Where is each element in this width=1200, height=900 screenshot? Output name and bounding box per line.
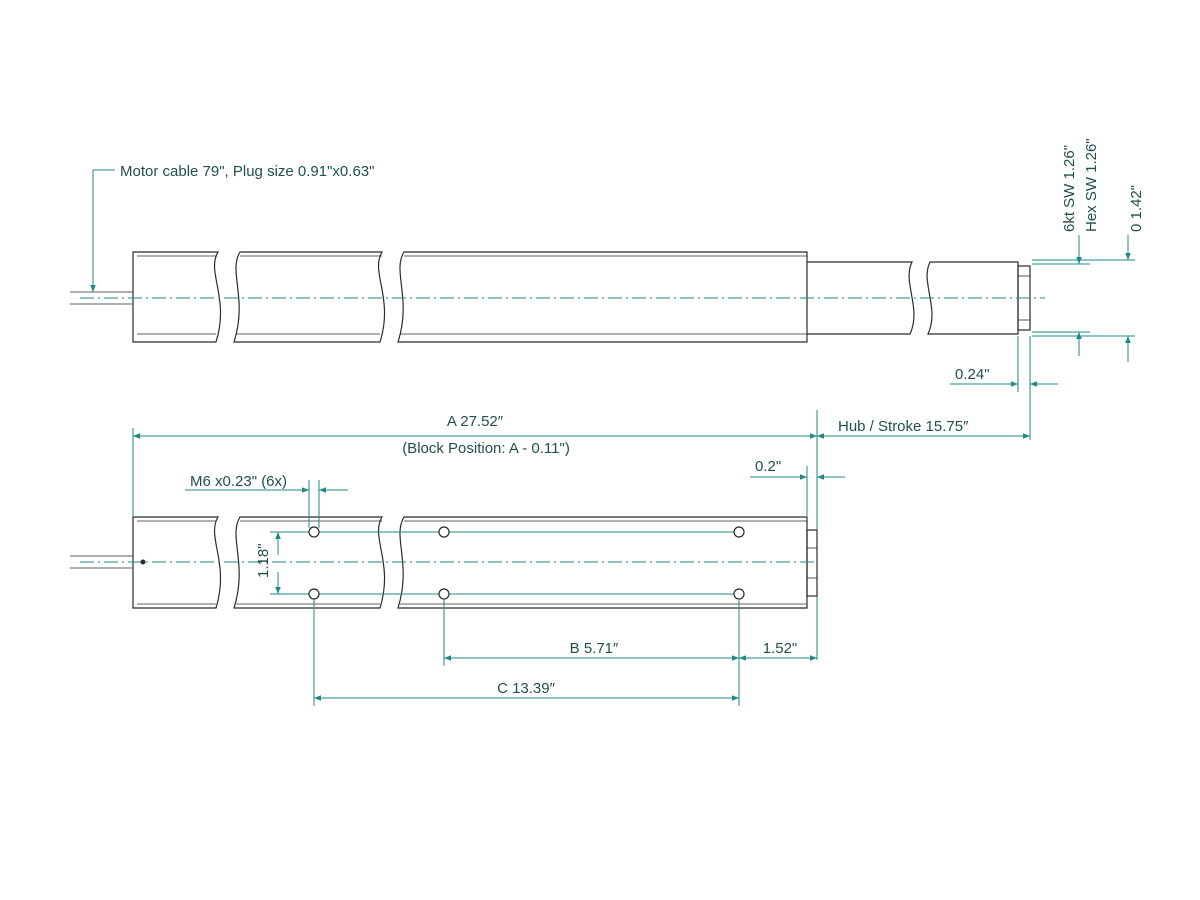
- motor-cable-label: Motor cable 79", Plug size 0.91"x0.63": [120, 163, 374, 180]
- dim-b: B 5.71″: [443, 600, 740, 706]
- side-view: [70, 251, 1045, 343]
- mounting-hole: [733, 588, 745, 600]
- dim-c: C 13.39″: [313, 600, 739, 706]
- thread-callout: M6 x0.23" (6x): [185, 473, 348, 528]
- mounting-hole: [308, 526, 320, 538]
- dim-152: 1.52": [739, 640, 817, 661]
- hex-sw-label: Hex SW 1.26": [1083, 138, 1100, 232]
- rod-end-length-label: 0.24": [955, 366, 990, 383]
- motor-cable-callout: Motor cable 79", Plug size 0.91"x0.63": [90, 163, 374, 292]
- block-offset-label: 0.2": [755, 458, 781, 475]
- mounting-hole: [438, 588, 450, 600]
- rod-end-length-dim: 0.24": [950, 336, 1058, 440]
- thread-label: M6 x0.23" (6x): [190, 473, 287, 490]
- mounting-hole: [733, 526, 745, 538]
- diameter-label: 0 1.42": [1128, 185, 1145, 232]
- stroke-dim: Hub / Stroke 15.75″: [817, 418, 1030, 439]
- mounting-hole: [438, 526, 450, 538]
- top-view: [70, 516, 818, 609]
- mounting-hole: [308, 588, 320, 600]
- dim-c-label: C 13.39″: [497, 680, 556, 697]
- stroke-label: Hub / Stroke 15.75″: [838, 418, 969, 435]
- dim-a-label: A 27.52″: [447, 413, 504, 430]
- dim-152-label: 1.52": [763, 640, 798, 657]
- hole-spacing-dim: 1.18": [255, 532, 281, 594]
- block-offset-dim: 0.2": [750, 458, 845, 516]
- hex-6kt-label: 6kt SW 1.26": [1061, 145, 1078, 232]
- block-position-label: (Block Position: A - 0.11"): [402, 440, 570, 457]
- overall-length-dim: A 27.52″ (Block Position: A - 0.11"): [132, 410, 818, 660]
- dim-b-label: B 5.71″: [570, 640, 619, 657]
- hole-spacing-label: 1.18": [255, 543, 272, 578]
- rod-end-dimensions: 6kt SW 1.26" Hex SW 1.26" 0 1.42": [1032, 138, 1145, 362]
